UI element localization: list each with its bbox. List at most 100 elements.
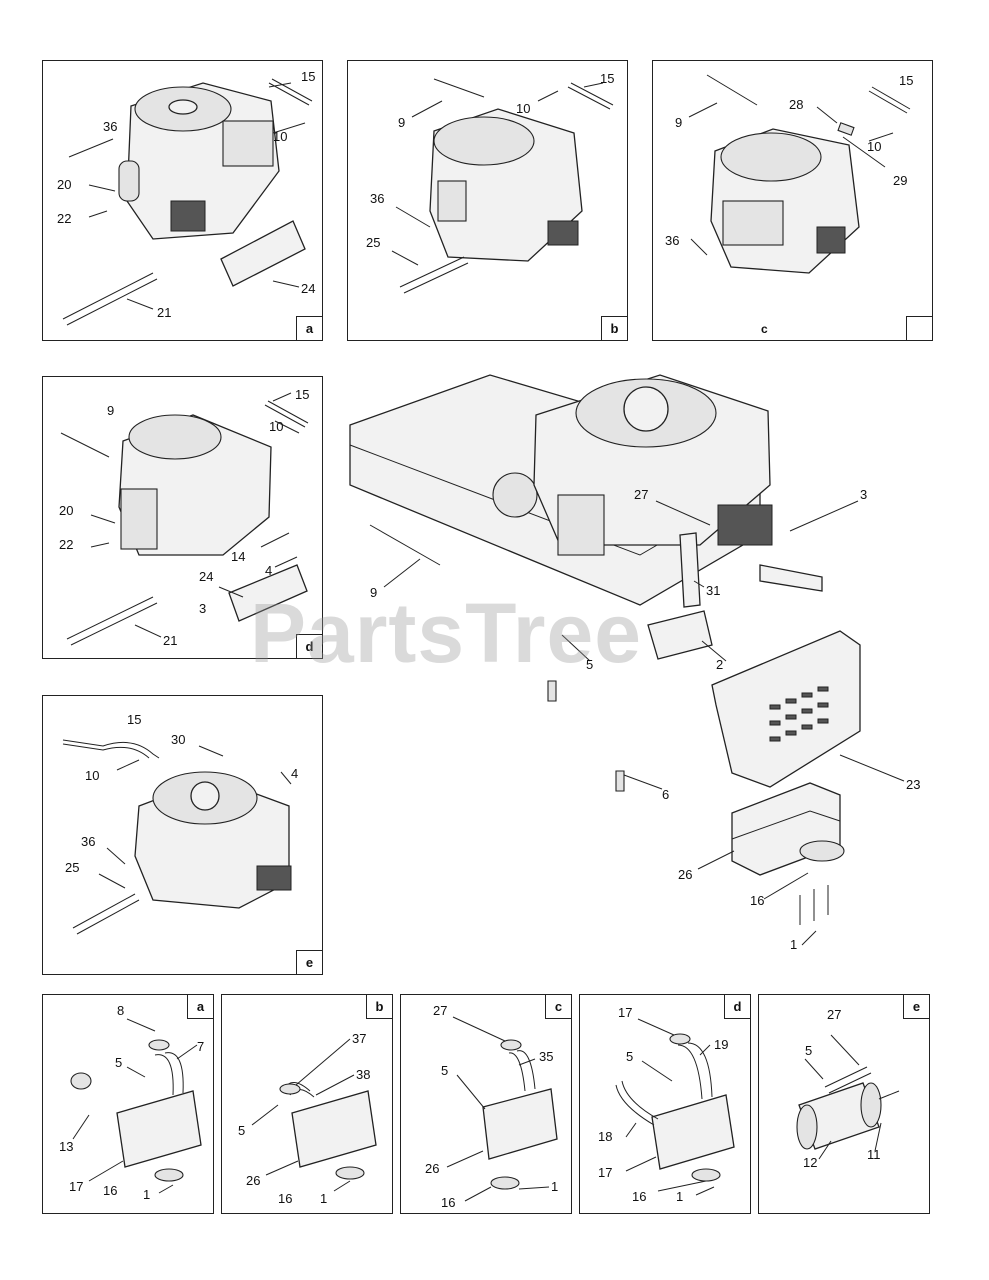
callout-20: 20 [57, 177, 71, 192]
callout-17: 17 [618, 1005, 632, 1020]
carburetor [437, 180, 467, 222]
muffler-body [291, 1090, 377, 1168]
callout-13: 13 [59, 1139, 73, 1154]
cylinder-block [557, 494, 605, 556]
part-23-heat-shield [711, 630, 861, 788]
callout-10: 10 [516, 101, 530, 116]
callout-19: 19 [714, 1037, 728, 1052]
bottom-d-tag: d [724, 995, 750, 1019]
callout-9: 9 [675, 115, 682, 130]
callout-16: 16 [750, 893, 764, 908]
callout-36: 36 [103, 119, 117, 134]
bottom-e-tag: e [903, 995, 929, 1019]
callout-27: 27 [433, 1003, 447, 1018]
bottom-gasket [335, 1166, 365, 1180]
callout-20: 20 [59, 503, 73, 518]
engine-variant-a-drawing: 15 36 10 20 22 24 21 [57, 69, 315, 326]
callout-10: 10 [867, 139, 881, 154]
callout-9: 9 [107, 403, 114, 418]
part-25-tube [399, 256, 469, 294]
callout-37: 37 [352, 1031, 366, 1046]
callout-15: 15 [295, 387, 309, 402]
callout-5: 5 [441, 1063, 448, 1078]
flywheel-cover [128, 414, 222, 460]
panel-c-tag: c [761, 322, 768, 336]
part-28-sleeve [837, 122, 855, 136]
callout-10: 10 [85, 768, 99, 783]
callout-17: 17 [598, 1165, 612, 1180]
part-9-bolt [706, 74, 758, 106]
callout-10: 10 [273, 129, 287, 144]
gasket [279, 1083, 301, 1095]
callout-26: 26 [425, 1161, 439, 1176]
muffler-variant-d-drawing: 17 19 5 18 17 16 1 [598, 1005, 735, 1204]
callout-9: 9 [370, 585, 377, 600]
callout-2: 2 [716, 657, 723, 672]
frame-opening [492, 472, 538, 518]
part-25-tube [72, 893, 140, 935]
panel-b-tag: b [601, 316, 627, 340]
callout-36: 36 [665, 233, 679, 248]
part-18-pipe [615, 1080, 659, 1126]
callout-27: 27 [827, 1007, 841, 1022]
callout-26: 26 [678, 867, 692, 882]
callout-38: 38 [356, 1067, 370, 1082]
engine-variant-b-panel: 9 10 15 36 25 b [347, 60, 628, 341]
main-exploded-view: 27 3 9 31 5 2 6 23 26 16 1 [349, 374, 920, 952]
callout-1: 1 [551, 1179, 558, 1194]
exhaust-pipe [679, 532, 701, 608]
panel-c-empty-tag [906, 316, 932, 340]
part-15-rod [868, 86, 911, 114]
bottom-c-tag: c [545, 995, 571, 1019]
ignition-module [816, 226, 846, 254]
callout-16: 16 [103, 1183, 117, 1198]
exhaust-pipe [508, 1050, 536, 1092]
callout-22: 22 [57, 211, 71, 226]
engine-variant-d-drawing: 9 15 10 20 22 14 4 24 3 21 [59, 387, 309, 648]
muffler-body [482, 1088, 558, 1160]
callout-24: 24 [301, 281, 315, 296]
callout-4: 4 [291, 766, 298, 781]
muffler-end-right [860, 1082, 882, 1128]
exhaust-pipe [677, 1042, 713, 1100]
ignition-module [256, 865, 292, 891]
part-2-bracket [647, 610, 713, 660]
heat-shield-slots [769, 686, 829, 742]
callout-5: 5 [805, 1043, 812, 1058]
callout-6: 6 [662, 787, 669, 802]
engine-variant-c-panel: 9 15 28 10 29 36 c [652, 60, 933, 341]
exhaust-pipe [154, 1052, 184, 1096]
engine-variant-b-drawing: 9 10 15 36 25 [366, 71, 614, 294]
bottom-gasket [490, 1176, 520, 1190]
muffler-body [116, 1090, 202, 1168]
flywheel-hub [190, 781, 220, 811]
callout-28: 28 [789, 97, 803, 112]
part-5-bolt [547, 680, 557, 702]
callout-1: 1 [790, 937, 797, 952]
callout-18: 18 [598, 1129, 612, 1144]
ignition-module [547, 220, 579, 246]
part-15-bent-rod [62, 739, 160, 759]
callout-9: 9 [398, 115, 405, 130]
part-9-bolt [433, 78, 485, 98]
part-1-screws [799, 885, 829, 925]
callout-5: 5 [115, 1055, 122, 1070]
muffler-variant-e-panel: 27 5 12 11 e [758, 994, 930, 1214]
part-24-cover [220, 220, 306, 287]
callout-21: 21 [163, 633, 177, 648]
callout-1: 1 [320, 1191, 327, 1206]
callout-25: 25 [366, 235, 380, 250]
bottom-gasket [154, 1168, 184, 1182]
callout-14: 14 [231, 549, 245, 564]
bottom-b-tag: b [366, 995, 392, 1019]
engine-variant-a-panel: 15 36 10 20 22 24 21 a [42, 60, 323, 341]
part-15-rod [264, 400, 309, 428]
engine-variant-c-drawing: 9 15 28 10 29 36 [665, 73, 913, 274]
part-21-tube [62, 272, 158, 326]
muffler-end-left [796, 1104, 818, 1150]
callout-17: 17 [69, 1179, 83, 1194]
part-27-pipe [824, 1066, 872, 1094]
ignition-coil [717, 504, 773, 546]
callout-11: 11 [867, 1147, 881, 1162]
